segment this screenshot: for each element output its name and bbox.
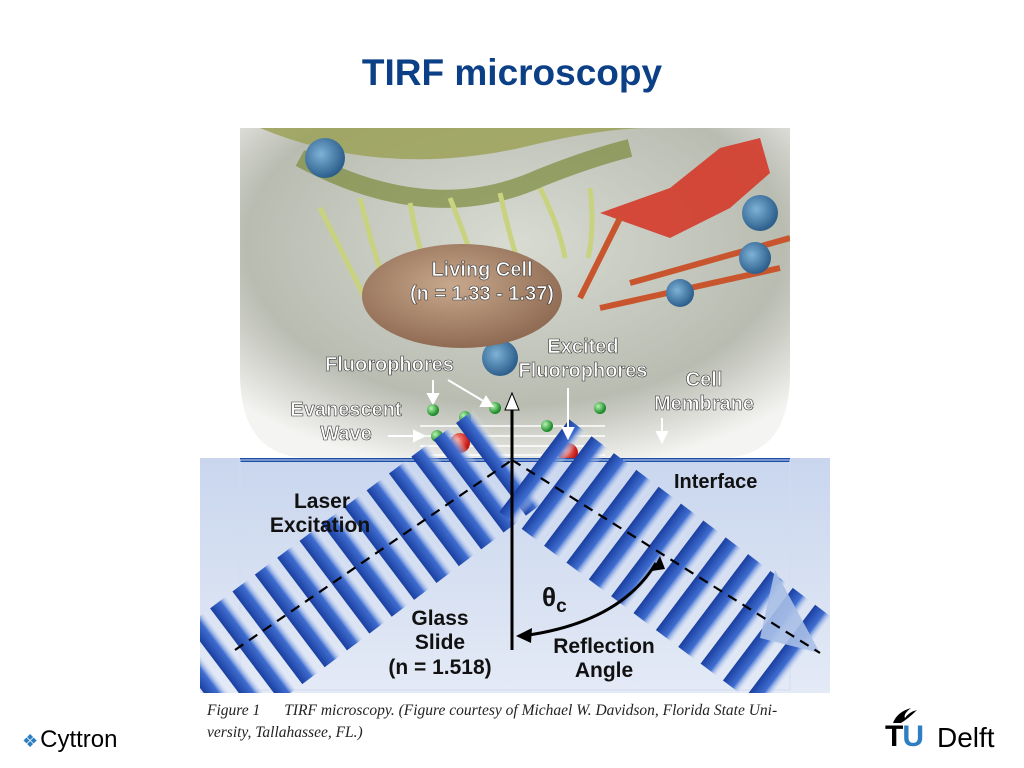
figure-caption: Figure 1 TIRF microscopy. (Figure courtes… [207,700,827,744]
caption-figure-number: Figure 1 [207,702,261,719]
membrane-label: Membrane [654,393,754,415]
theta-symbol: θc [542,582,567,617]
label-arrows [388,379,669,445]
logo-delft: Delft [937,722,995,753]
caption-line-2: versity, Tallahassee, FL.) [207,724,363,741]
excitation-label: Excitation [270,514,370,537]
reflected-dashed-line [511,459,821,654]
incident-dashed-line [234,459,513,651]
reflection-angle-arc [516,556,665,643]
tu-delft-logo: TU Delft [885,706,1005,756]
slide-label: Slide [415,631,465,654]
living-cell-index-label: (n = 1.33 - 1.37) [410,283,554,305]
fluorophores-label: Fluorophores [325,354,454,376]
logo-tu: TU [885,720,924,753]
cell-label: Cell [686,369,723,391]
caption-line-1: TIRF microscopy. (Figure courtesy of Mic… [284,702,778,719]
laser-excitation-beam [200,409,544,693]
wave-label: Wave [320,423,372,445]
cell-environment [240,128,790,458]
footer-project-label: Cyttron [40,726,118,753]
tirf-diagram: Living Cell (n = 1.33 - 1.37) Fluorophor… [200,128,830,693]
glass-label: Glass [411,607,468,630]
excited-label: Excited [547,336,618,358]
slide-title: TIRF microscopy [361,52,663,93]
laser-label: Laser [294,490,350,513]
reflection-label: Reflection [553,635,655,658]
diagram-labels: Living Cell (n = 1.33 - 1.37) Fluorophor… [270,259,758,682]
evanescent-label: Evanescent [290,399,402,421]
flame-icon [893,708,917,723]
normal-line-arrow [504,391,520,650]
excited-fluorophores-label: Fluorophores [519,360,648,382]
footer-project: ❖Cyttron [22,726,118,754]
living-cell-label: Living Cell [431,259,532,281]
angle-label: Angle [575,659,633,682]
glass-index-label: (n = 1.518) [388,656,491,679]
interface-label: Interface [674,471,757,493]
diamond-bullet-icon: ❖ [22,731,39,751]
reflected-beam [499,419,830,693]
